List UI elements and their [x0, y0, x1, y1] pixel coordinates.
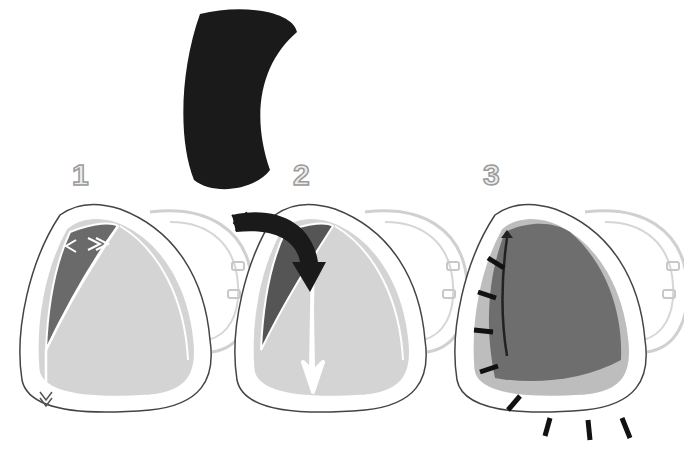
back-pad — [183, 9, 297, 189]
backpack-step-1 — [20, 204, 252, 412]
step-number: 1 — [72, 160, 89, 190]
step-number: 2 — [293, 160, 310, 190]
burst-lines — [474, 258, 630, 440]
insert-arrow — [232, 212, 326, 292]
step-number: 3 — [483, 160, 500, 190]
backpack-step-3 — [455, 204, 684, 412]
backpack-step-2 — [235, 204, 467, 412]
